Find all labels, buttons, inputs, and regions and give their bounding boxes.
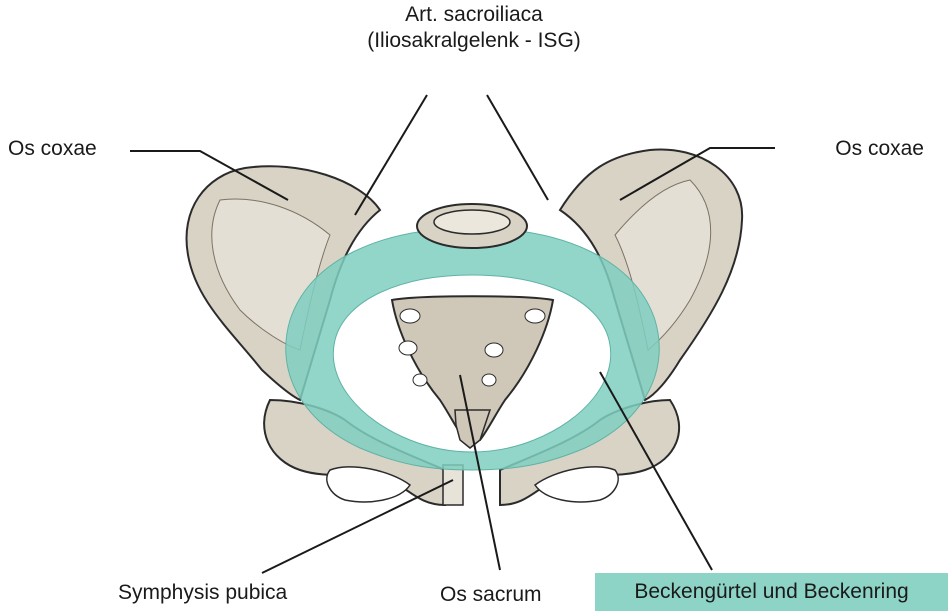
- sacral-foramen: [525, 309, 545, 323]
- label-hip-bone-right: Os coxae: [835, 136, 924, 162]
- label-sacroiliac-line1: Art. sacroiliaca: [0, 2, 948, 28]
- leader-line-isg-right: [487, 95, 548, 200]
- label-pubic-symphysis: Symphysis pubica: [118, 580, 287, 606]
- pubic-symphysis-shape: [443, 465, 463, 505]
- sacral-foramen: [399, 341, 417, 355]
- label-sacroiliac-joint: Art. sacroiliaca (Iliosakralgelenk - ISG…: [0, 2, 948, 54]
- label-sacrum: Os sacrum: [440, 582, 542, 608]
- sacral-foramen: [482, 374, 496, 386]
- sacral-promontory-top: [434, 210, 510, 234]
- sacral-foramen: [485, 343, 503, 357]
- label-sacroiliac-line2: (Iliosakralgelenk - ISG): [0, 28, 948, 54]
- leader-line-isg-left: [355, 95, 427, 215]
- label-hip-bone-left: Os coxae: [8, 136, 97, 162]
- label-pelvic-ring: Beckengürtel und Beckenring: [595, 573, 948, 611]
- sacral-foramen: [413, 374, 427, 386]
- sacral-foramen: [400, 309, 420, 323]
